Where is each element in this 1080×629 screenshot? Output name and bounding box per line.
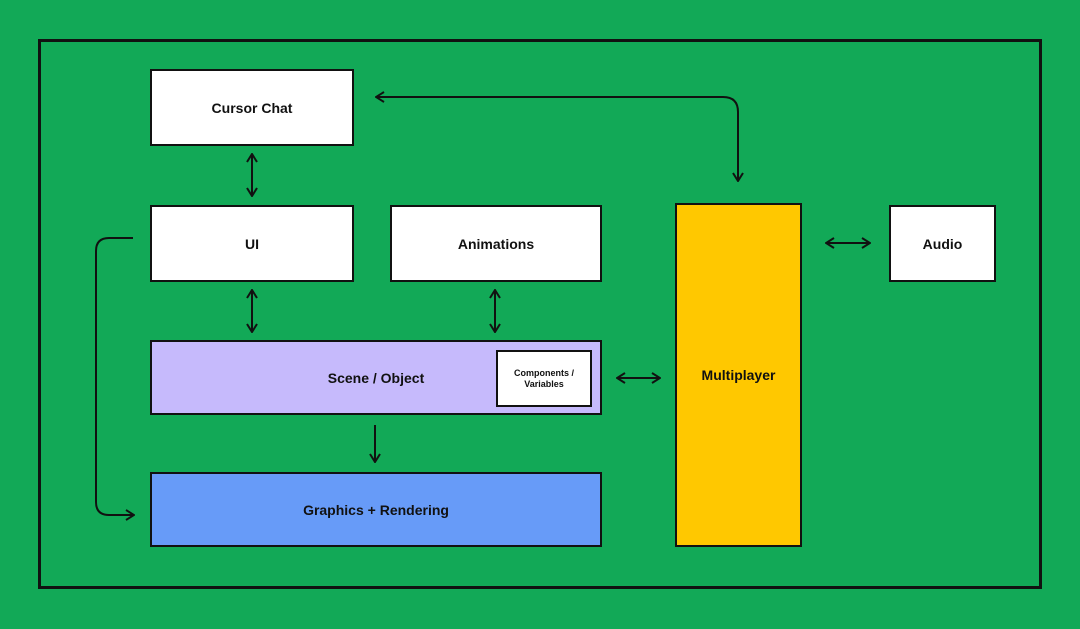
node-ui: UI xyxy=(150,205,354,282)
node-components-variables: Components / Variables xyxy=(496,350,592,407)
connector-cursor-chat-multiplayer xyxy=(376,97,738,181)
node-cursor-chat: Cursor Chat xyxy=(150,69,354,146)
node-animations: Animations xyxy=(390,205,602,282)
connector-ui-graphics xyxy=(95,237,134,515)
node-audio: Audio xyxy=(889,205,996,282)
node-scene-object-label: Scene / Object xyxy=(327,369,425,386)
node-multiplayer: Multiplayer xyxy=(675,203,802,547)
diagram-frame xyxy=(38,39,1042,589)
node-graphics-rendering: Graphics + Rendering xyxy=(150,472,602,547)
